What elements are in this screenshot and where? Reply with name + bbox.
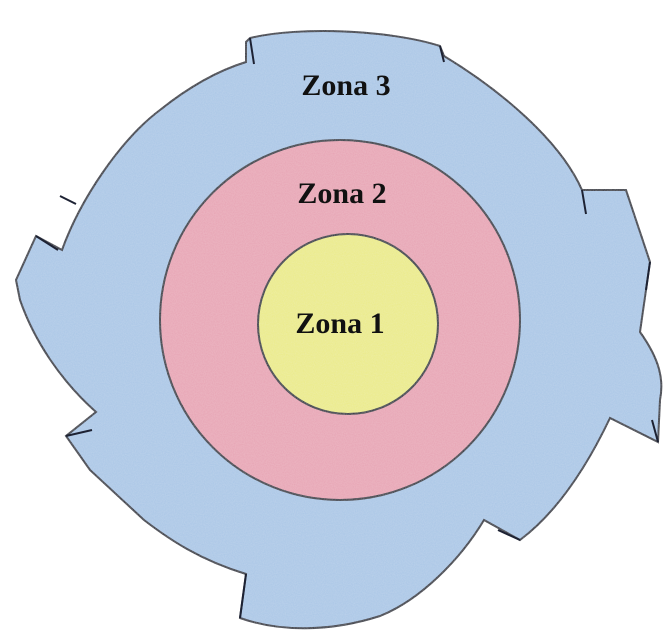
zone-3-label: Zona 3: [301, 69, 390, 102]
zone-1-label: Zona 1: [295, 307, 384, 340]
zone-2-label: Zona 2: [297, 177, 386, 210]
